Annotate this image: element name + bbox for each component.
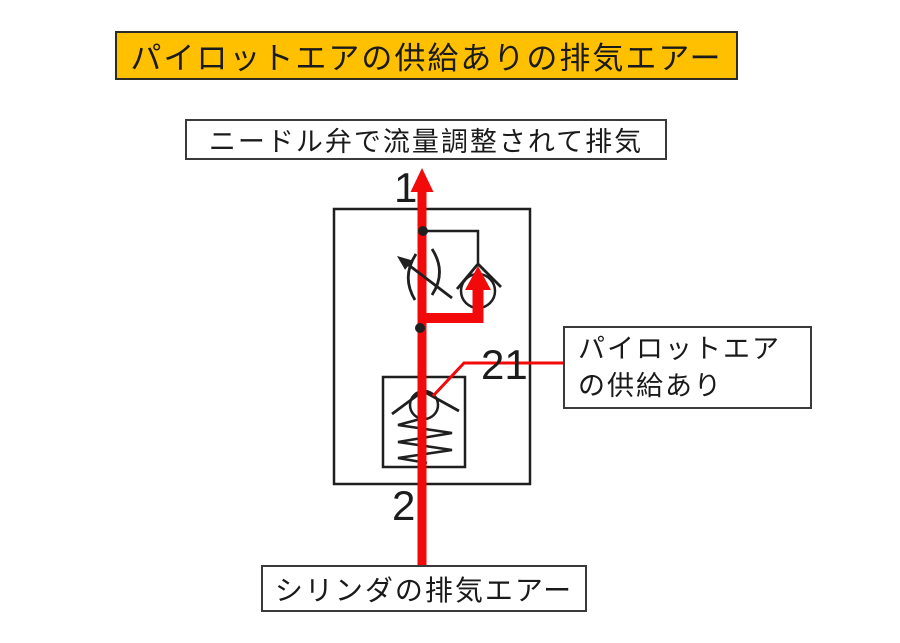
flow-arrow-up-icon <box>410 168 434 192</box>
port-label-2: 2 <box>392 482 415 529</box>
cylinder-exhaust-note-box: シリンダの排気エアー <box>261 565 587 612</box>
check-flow-arrow-icon <box>465 266 491 290</box>
needle-valve-arc-right <box>430 248 441 296</box>
needle-valve-arc-left <box>406 253 418 301</box>
title-banner: パイロットエアの供給ありの排気エアー <box>115 31 738 80</box>
pilot-callout-line1: パイロットエア <box>578 334 781 364</box>
bypass-branch-line <box>423 229 480 263</box>
needle-valve-adjust-arrow-icon <box>397 256 453 300</box>
junction-dot-top <box>418 226 428 236</box>
spring-icon <box>397 416 453 465</box>
pilot-callout-line2: の供給あり <box>578 371 723 401</box>
junction-dot-bottom <box>415 323 425 333</box>
port-label-1: 1 <box>394 164 417 211</box>
needle-exhaust-note-box: ニードル弁で流量調整されて排気 <box>185 119 667 160</box>
pilot-callout-box: パイロットエア の供給あり <box>563 326 812 409</box>
check-valve-seat-icon <box>455 261 502 290</box>
port-label-21: 21 <box>481 341 528 388</box>
exhaust-flow-path <box>410 168 563 565</box>
valve-body-outline <box>332 207 532 486</box>
pilot-leader-line <box>431 361 563 398</box>
